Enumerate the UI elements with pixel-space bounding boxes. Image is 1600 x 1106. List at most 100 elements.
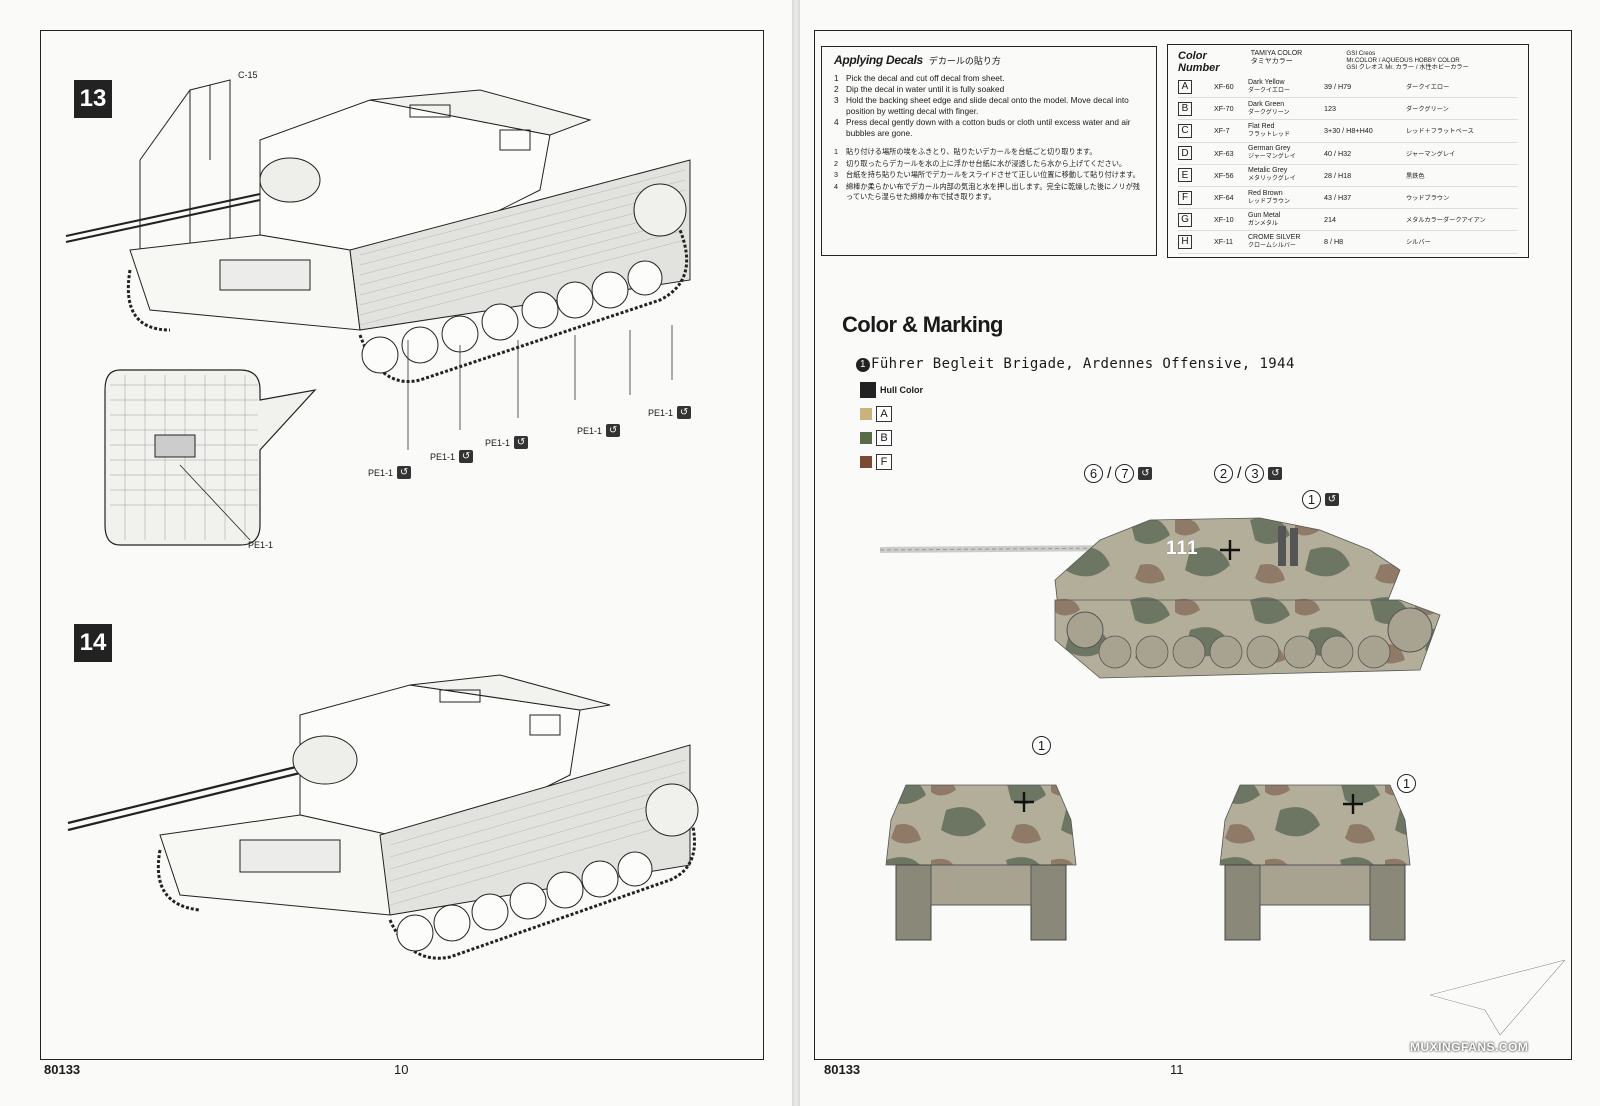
- gsi-code: 39 / H79: [1324, 82, 1352, 92]
- pe-label-5: PE1-1↺: [648, 406, 692, 419]
- gsi-code: 214: [1324, 215, 1336, 225]
- gsi-name-jp: メタルカラーダークアイアン: [1406, 217, 1486, 225]
- tank-number: 111: [1166, 538, 1199, 559]
- color-letter: C: [1178, 123, 1192, 138]
- gsi-name-jp: ジャーマングレイ: [1406, 150, 1456, 158]
- page-frame: [40, 30, 764, 1060]
- step-13-badge: 13: [74, 80, 112, 118]
- gsi-code: 28 / H18: [1324, 170, 1352, 180]
- decals-heading: Applying Decals デカールの貼り方: [834, 53, 1144, 67]
- scheme-number: 1: [856, 358, 870, 372]
- gsi-code: 3+30 / H8+H40: [1324, 126, 1373, 136]
- pe-label-1: PE1-1↺: [368, 466, 412, 479]
- gsi-code: 40 / H32: [1324, 148, 1352, 158]
- step-14-tank-drawing: [67, 674, 699, 960]
- hull-swatch-row: B: [860, 426, 923, 450]
- decal-callout-2-3: 2/3 ↺: [1214, 464, 1283, 483]
- bend-icon: ↺: [397, 466, 412, 479]
- bend-icon: ↺: [677, 406, 692, 419]
- hull-swatch-row: F: [860, 450, 923, 474]
- paper-plane-logo: [1430, 960, 1567, 1037]
- tamiya-code: XF-11: [1214, 237, 1234, 247]
- decal-callout-1-side: 1 ↺: [1302, 490, 1339, 509]
- color-letter: E: [1178, 168, 1192, 183]
- hull-color-legend: Hull Color A B F: [860, 378, 923, 474]
- pe-label-2: PE1-1↺: [430, 450, 474, 463]
- decal-callout-6-7: 6/7 ↺: [1084, 464, 1153, 483]
- tamiya-code: XF-56: [1214, 170, 1234, 180]
- page-number: 11: [1170, 1062, 1184, 1077]
- page-frame: [814, 30, 1572, 1060]
- hull-swatch-row: A: [860, 402, 923, 426]
- part-label-c15: C-15: [238, 70, 258, 80]
- gsi-name-jp: ダークイエロー: [1406, 84, 1450, 92]
- gsi-code: 8 / H8: [1324, 237, 1344, 247]
- pe-detail-label: PE1-1: [248, 540, 274, 550]
- bend-icon: ↺: [459, 450, 474, 463]
- tamiya-code: XF-60: [1214, 82, 1234, 92]
- color-letter: D: [1178, 146, 1192, 161]
- gsi-code: 123: [1324, 104, 1336, 114]
- step-13-tank-drawing: [65, 79, 691, 383]
- pe-label-4: PE1-1↺: [577, 424, 621, 437]
- color-swatch: [860, 456, 872, 468]
- color-swatch: [860, 432, 872, 444]
- decal-icon: ↺: [1325, 493, 1339, 506]
- decals-title-jp: デカールの貼り方: [928, 56, 1001, 66]
- bend-icon: ↺: [606, 424, 621, 437]
- hull-color-row: Hull Color: [860, 378, 923, 402]
- detail-callout-bubble: [104, 369, 317, 546]
- gsi-code: 43 / H37: [1324, 193, 1352, 203]
- rear-view-tank: [1219, 784, 1411, 941]
- pe-label-3: PE1-1↺: [485, 436, 529, 449]
- decal-callout-1-rear: 1: [1397, 774, 1416, 793]
- tamiya-code: XF-10: [1214, 215, 1234, 225]
- decal-callout-1-front: 1: [1032, 736, 1051, 755]
- color-letter: A: [1178, 79, 1192, 94]
- color-swatch: [860, 408, 872, 420]
- gsi-name-jp: 黒鉄色: [1406, 172, 1425, 180]
- brush-icon: [860, 382, 876, 398]
- bend-icon: ↺: [514, 436, 529, 449]
- color-letter: H: [1178, 234, 1192, 249]
- product-code: 80133: [44, 1062, 81, 1077]
- decal-icon: ↺: [1268, 467, 1283, 480]
- page-number: 10: [394, 1062, 409, 1077]
- gsi-name-jp: シルバー: [1406, 239, 1431, 247]
- gsi-name-jp: ウッドブラウン: [1406, 195, 1450, 203]
- decal-icon: ↺: [1138, 467, 1153, 480]
- side-view-tank: [880, 517, 1441, 679]
- tamiya-code: XF-64: [1214, 193, 1234, 203]
- decals-title: Applying Decals: [834, 53, 923, 67]
- color-marking-title: Color & Marking: [842, 312, 1004, 337]
- page-gutter: [792, 0, 800, 1106]
- pe-leader-lines: [407, 325, 673, 450]
